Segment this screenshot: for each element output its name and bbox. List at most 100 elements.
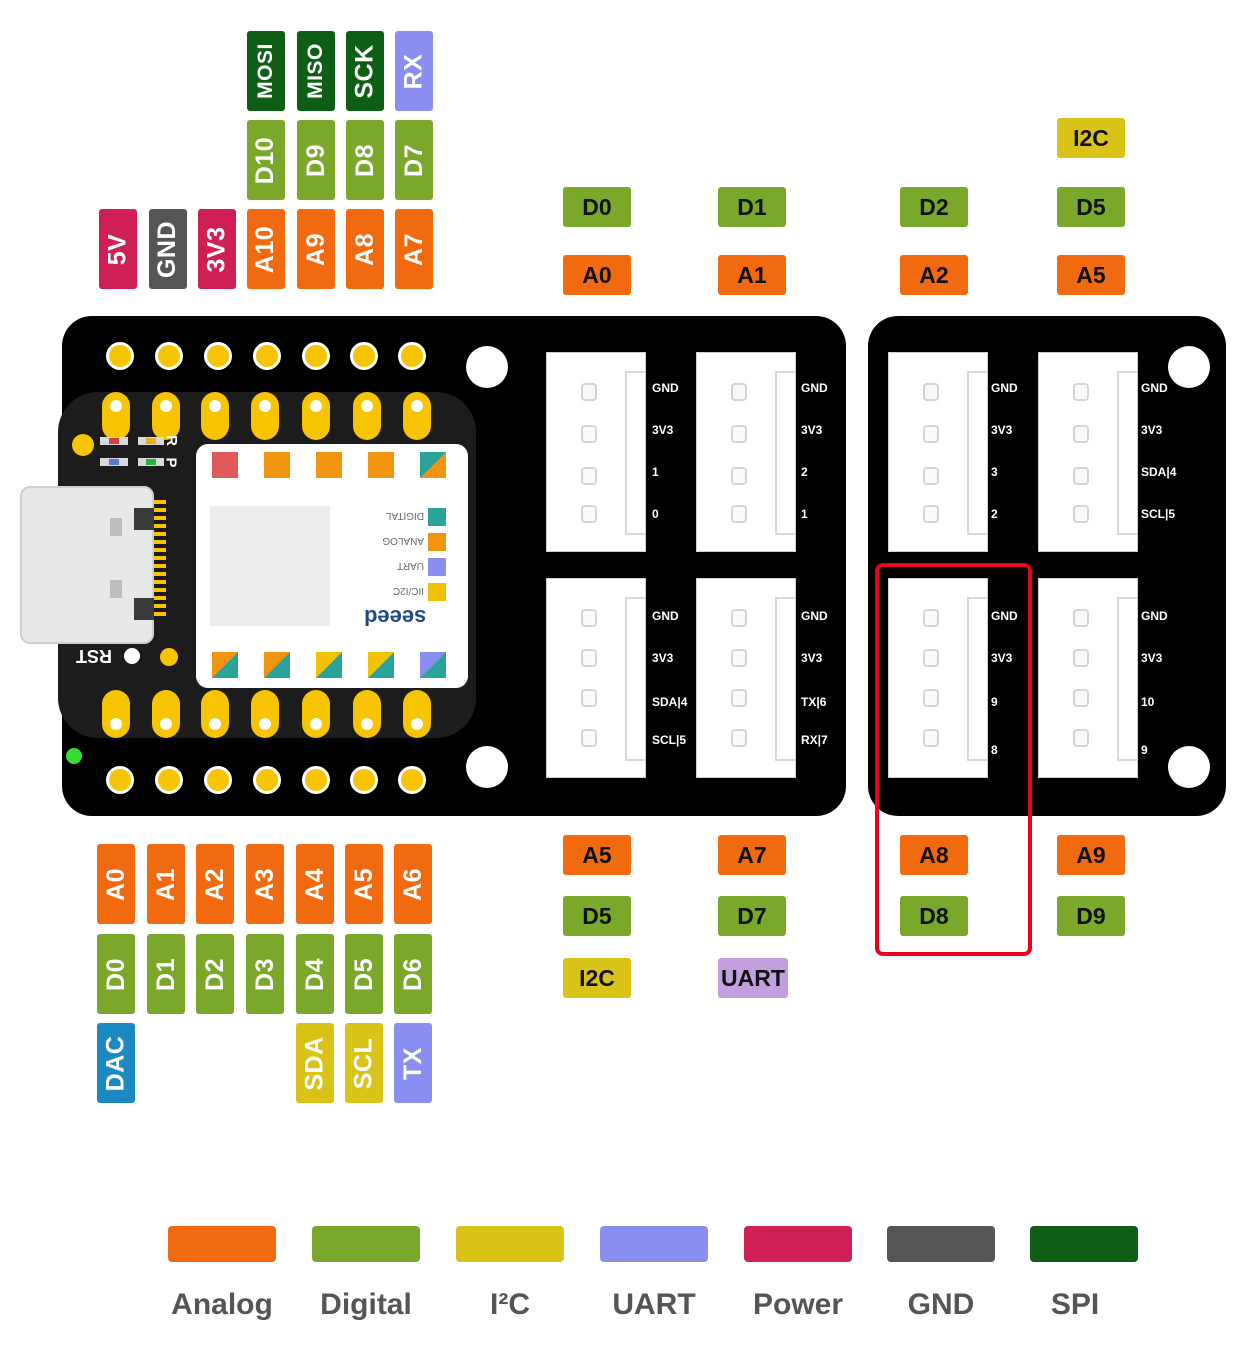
module-pin-indicator — [368, 452, 394, 478]
grove-tag-a8: A8 — [900, 835, 968, 875]
rst-pad[interactable] — [124, 648, 140, 664]
grove-tag-d9: D9 — [1057, 896, 1125, 936]
connector-pin-label: 3V3 — [1141, 651, 1163, 665]
breakoff-hole — [846, 722, 868, 744]
module-pin-indicator — [264, 652, 290, 678]
grove-tag-d7: D7 — [718, 896, 786, 936]
pin-tag-a3: A3 — [246, 844, 284, 924]
connector-pin-label: 0 — [652, 507, 659, 521]
module-legend-analog: ANALOG — [382, 535, 424, 546]
smd-part — [138, 458, 164, 466]
connector-pin-label: 2 — [991, 507, 998, 521]
castellated-pad — [302, 690, 330, 738]
connector-pin-label: 3V3 — [652, 651, 674, 665]
connector-pin-label: 8 — [991, 743, 998, 757]
pin-tag-a1: A1 — [147, 844, 185, 924]
mounting-hole — [1168, 346, 1210, 388]
pin-tag-mosi: MOSI — [247, 31, 285, 111]
module-pin-indicator — [316, 652, 342, 678]
breakoff-hole — [846, 404, 868, 426]
pad — [204, 766, 232, 794]
pad — [106, 342, 134, 370]
pin-tag-a2: A2 — [196, 844, 234, 924]
connector-pin-label: SCL|5 — [652, 733, 687, 747]
led-label-r: R — [162, 435, 180, 446]
module-legend-digital: DIGITAL — [385, 510, 424, 521]
legend-swatch-digital — [312, 1226, 420, 1262]
connector-pin-label: GND — [652, 381, 679, 395]
highlight-box — [875, 563, 1032, 956]
legend-label-spi: SPI — [1050, 1288, 1100, 1321]
legend-label-uart: UART — [612, 1288, 696, 1321]
pin-tag-a6: A6 — [394, 844, 432, 924]
module-pin-indicator — [316, 452, 342, 478]
pin-tag-d4: D4 — [296, 934, 334, 1014]
grove-tag-a5: A5 — [563, 835, 631, 875]
module-legend-i2c: IIC/I2C — [392, 585, 424, 596]
pad — [253, 766, 281, 794]
connector-pin-label: GND — [991, 609, 1018, 623]
legend-swatch-gnd — [887, 1226, 995, 1262]
pin-tag-a4: A4 — [296, 844, 334, 924]
connector-pin-label: GND — [991, 381, 1018, 395]
pin-tag-d8: D8 — [346, 120, 384, 200]
grove-tag-d5: D5 — [1057, 187, 1125, 227]
pin-tag-a5: A5 — [345, 844, 383, 924]
castellated-pad — [102, 392, 130, 440]
mounting-hole — [466, 746, 508, 788]
pin-tag-miso: MISO — [297, 31, 335, 111]
legend-swatch — [428, 583, 446, 601]
grove-tag-a9: A9 — [1057, 835, 1125, 875]
mounting-hole — [1168, 746, 1210, 788]
grove-tag-i2c: I2C — [563, 958, 631, 998]
connector-pin-label: GND — [801, 609, 828, 623]
pin-tag-sck: SCK — [346, 31, 384, 111]
connector-pin-label: 3V3 — [1141, 423, 1163, 437]
pad — [204, 342, 232, 370]
pin-tag-d10: D10 — [247, 120, 285, 200]
chip-area — [210, 506, 330, 626]
connector-pin-label: GND — [652, 609, 679, 623]
pad — [302, 766, 330, 794]
pin-tag-dac: DAC — [97, 1023, 135, 1103]
breakoff-hole — [846, 664, 868, 686]
grove-tag-a1: A1 — [718, 255, 786, 295]
breakoff-hole — [846, 462, 868, 484]
connector-pin-label: 1 — [652, 465, 659, 479]
rst-pad[interactable] — [160, 648, 178, 666]
castellated-pad — [152, 392, 180, 440]
connector-pin-label: 1 — [801, 507, 808, 521]
pin-tag-a9: A9 — [297, 209, 335, 289]
connector-pin-label: 3V3 — [991, 651, 1013, 665]
grove-tag-d5: D5 — [563, 896, 631, 936]
module-pin-indicator — [420, 452, 446, 478]
connector-pin-label: SCL|5 — [1141, 507, 1176, 521]
pin-tag-rx: RX — [395, 31, 433, 111]
pin-tag-d1: D1 — [147, 934, 185, 1014]
usb-c-pins — [154, 500, 166, 620]
legend-label-digital: Digital — [320, 1288, 412, 1321]
grove-tag-d2: D2 — [900, 187, 968, 227]
pad — [253, 342, 281, 370]
grove-tag-a5: A5 — [1057, 255, 1125, 295]
legend-swatch — [428, 533, 446, 551]
pad — [106, 766, 134, 794]
pin-tag-d3: D3 — [246, 934, 284, 1014]
pin-tag-scl: SCL — [345, 1023, 383, 1103]
castellated-pad — [302, 392, 330, 440]
breakoff-hole — [846, 694, 868, 716]
connector-pin-label: 3V3 — [991, 423, 1013, 437]
connector-pin-label: 3V3 — [801, 651, 823, 665]
legend-label-analog: Analog — [171, 1288, 273, 1321]
grove-connector — [1038, 578, 1138, 778]
pin-tag-a10: A10 — [247, 209, 285, 289]
castellated-pad — [251, 690, 279, 738]
pad — [155, 342, 183, 370]
grove-tag-d8: D8 — [900, 896, 968, 936]
connector-pin-label: 10 — [1141, 695, 1155, 709]
grove-tag-uart: UART — [718, 958, 788, 998]
connector-pin-label: 3V3 — [652, 423, 674, 437]
castellated-pad — [201, 392, 229, 440]
usb-c-port — [20, 486, 154, 644]
module-pin-indicator — [368, 652, 394, 678]
